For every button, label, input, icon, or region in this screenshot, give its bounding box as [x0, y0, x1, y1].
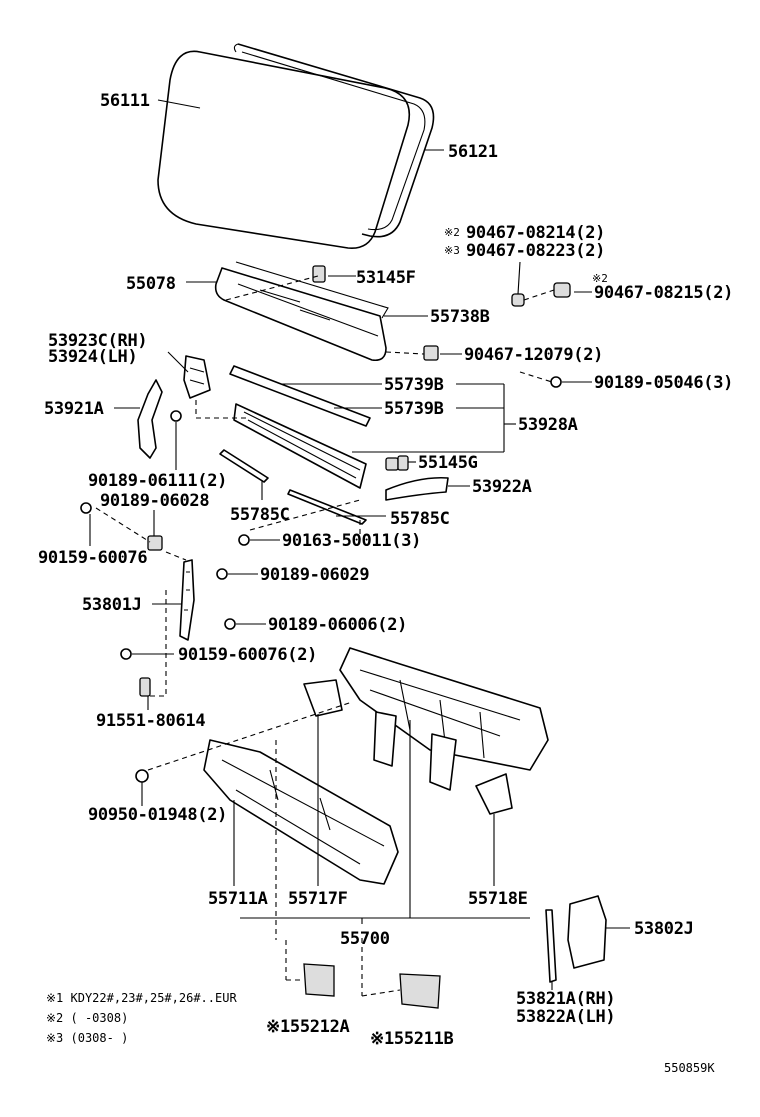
label-55785c-2: 55785C [390, 509, 450, 529]
label-53145f: 53145F [356, 268, 416, 288]
clip-90189-06028 [147, 535, 163, 551]
nut-90467-08214 [511, 261, 525, 307]
bolt-90189-06029 [216, 568, 228, 580]
clip-90467-08215 [553, 282, 571, 298]
label-53923c: 53923C(RH) [48, 331, 147, 351]
label-55717f: 55717F [288, 889, 348, 909]
diagram-code: 550859K [664, 1061, 715, 1075]
mark-3: ※3 [444, 244, 460, 257]
label-90189-06029: 90189-06029 [260, 565, 369, 585]
label-55145g: 55145G [418, 453, 478, 473]
cowl-brace-left [303, 679, 343, 717]
label-53822a: 53822A(LH) [516, 1007, 615, 1027]
bolt-91551-80614 [139, 677, 151, 697]
side-panel-53802j [567, 895, 607, 969]
label-90159-60076-2: 90159-60076(2) [178, 645, 317, 665]
cowl-top-panel [214, 261, 389, 362]
clip-90467-12079 [423, 345, 439, 361]
bolt-90159-60076-upper [80, 502, 92, 514]
nut-90950-01948 [135, 769, 149, 783]
label-55711a: 55711A [208, 889, 268, 909]
hood-lock-support [179, 559, 195, 641]
footnotes: ※1 KDY22#,23#,25#,26#..EUR ※2 ( -0308) ※… [46, 991, 237, 1045]
label-90189-06111: 90189-06111(2) [88, 471, 227, 491]
bolt-90189-06006 [224, 618, 236, 630]
cowl-legs [373, 711, 457, 791]
bolt-90159-60076-lower [120, 648, 132, 660]
label-55718e: 55718E [468, 889, 528, 909]
label-53802j: 53802J [634, 919, 694, 939]
grille-end-cap [385, 476, 449, 501]
label-90163-50011: 90163-50011(3) [282, 531, 421, 551]
footnote-2: ※2 ( -0308) [46, 1011, 128, 1025]
label-53801j: 53801J [82, 595, 142, 615]
label-53928a: 53928A [518, 415, 578, 435]
footnote-1: ※1 KDY22#,23#,25#,26#..EUR [46, 991, 237, 1005]
label-90467-08215: 90467-08215(2) [594, 283, 733, 303]
part-labels: 56111 56121 ※2 90467-08214(2) ※3 90467-0… [38, 91, 733, 1049]
label-55785c-1: 55785C [230, 505, 290, 525]
windshield-weatherstrip [233, 43, 435, 238]
label-53821a: 53821A(RH) [516, 989, 615, 1009]
label-55700: 55700 [340, 929, 390, 949]
label-55212a: ※155212A [266, 1017, 350, 1037]
silencer-55211b [399, 973, 441, 1009]
clip-55145g [385, 455, 409, 471]
hood-seal-53921a [137, 379, 163, 459]
label-90189-05046: 90189-05046(3) [594, 373, 733, 393]
grille-assembly [233, 403, 367, 489]
silencer-55212a [303, 963, 335, 997]
label-56121: 56121 [448, 142, 498, 162]
label-55739b-1: 55739B [384, 375, 444, 395]
label-90159-60076: 90159-60076 [38, 548, 147, 568]
seal-53821a [545, 909, 557, 983]
label-53922a: 53922A [472, 477, 532, 497]
label-90467-12079: 90467-12079(2) [464, 345, 603, 365]
hood-hinge [183, 355, 211, 399]
label-55078: 55078 [126, 274, 176, 294]
label-55211b: ※155211B [370, 1029, 454, 1049]
mark-2: ※2 [444, 226, 460, 239]
bolt-90163-50011 [238, 534, 250, 546]
label-55738b: 55738B [430, 307, 490, 327]
screw-90189-05046 [550, 376, 562, 388]
label-53924: 53924(LH) [48, 347, 137, 367]
label-53921a: 53921A [44, 399, 104, 419]
mark-2b: ※2 [592, 272, 608, 285]
label-55739b-2: 55739B [384, 399, 444, 419]
cowl-panel-upper [339, 647, 549, 771]
bolt-90189-06111 [170, 410, 182, 422]
grille-molding-upper [229, 365, 371, 427]
footnote-3: ※3 (0308- ) [46, 1031, 128, 1045]
label-90189-06006: 90189-06006(2) [268, 615, 407, 635]
label-91551-80614: 91551-80614 [96, 711, 205, 731]
label-56111: 56111 [100, 91, 150, 111]
label-90189-06028: 90189-06028 [100, 491, 209, 511]
label-90467-08223: 90467-08223(2) [466, 241, 605, 261]
windshield-glass [157, 50, 410, 249]
label-90467-08214: 90467-08214(2) [466, 223, 605, 243]
cowl-panel-lower [203, 739, 399, 885]
label-90950-01948: 90950-01948(2) [88, 805, 227, 825]
leader-lines [89, 99, 630, 990]
cowl-bracket-right [475, 773, 513, 815]
dashed-lines [95, 275, 555, 997]
clip-53145f [312, 265, 326, 283]
